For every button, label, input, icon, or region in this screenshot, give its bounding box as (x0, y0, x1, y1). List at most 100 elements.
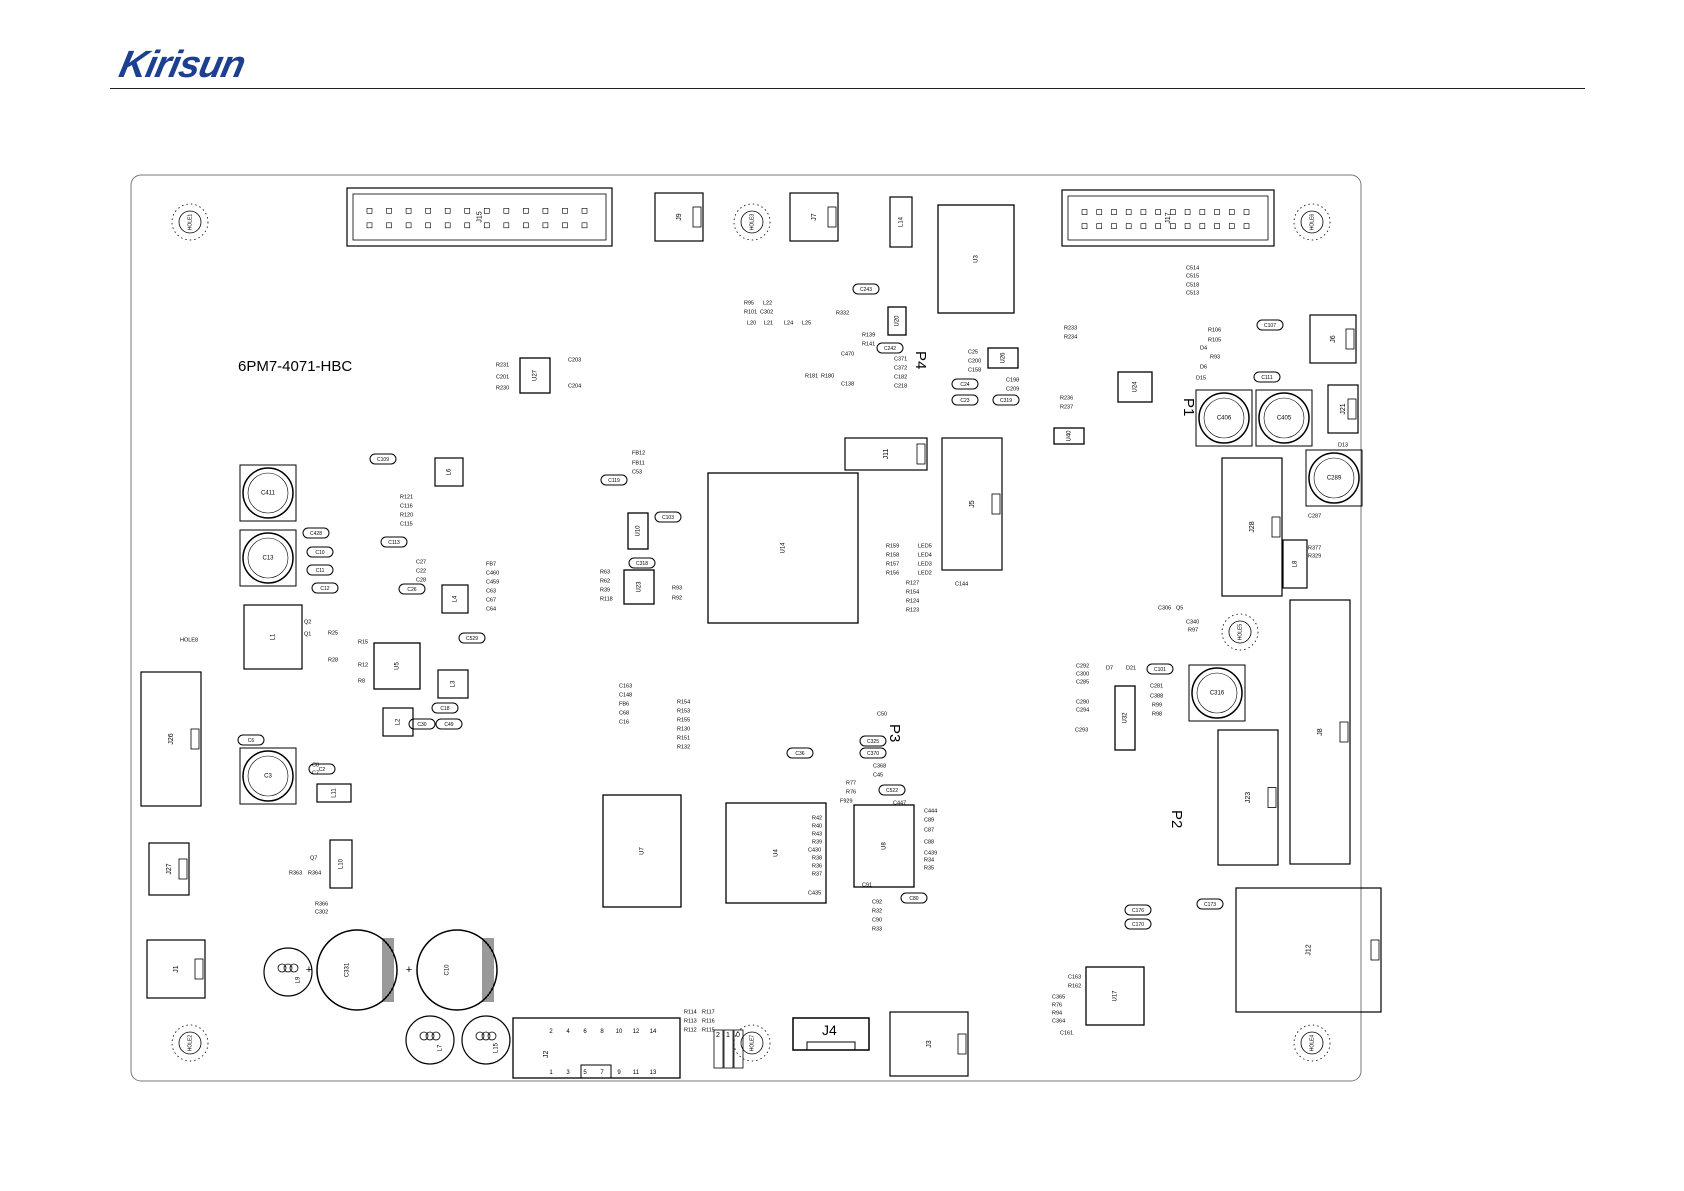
cap-ref: C316 (1210, 691, 1225, 697)
silkscreen-label: FB11 (632, 460, 645, 466)
silkscreen-label: C91 (862, 882, 872, 888)
hole-inner (740, 210, 764, 234)
large-cap-ref: C331 (345, 962, 351, 977)
connector-outline (140, 671, 202, 807)
chip-u23: U23 (623, 569, 655, 605)
smd-c522: C522 (878, 784, 906, 796)
silkscreen-label: R153 (677, 708, 690, 714)
silkscreen-label: R116 (702, 1018, 715, 1024)
silkscreen-label: R124 (906, 598, 919, 604)
coil-ref: L9 (296, 976, 302, 983)
connector-j6: J6 (1309, 314, 1357, 364)
silkscreen-label: R39 (812, 839, 822, 845)
silkscreen-label: C16 (619, 719, 629, 725)
silkscreen-label: C144 (955, 581, 968, 587)
chip-u10: U10 (627, 512, 649, 550)
connector-outline (844, 437, 928, 471)
mounting-hole-hole3: HOLE3 (733, 203, 771, 241)
inductor-ref: L11 (332, 788, 338, 798)
chip-u24: U24 (1117, 371, 1153, 403)
connector-pin (386, 208, 392, 214)
silkscreen-label: C27 (416, 559, 426, 565)
smd-outline (308, 763, 336, 775)
smd-c319: C319 (992, 394, 1020, 406)
inductor-l14: L14 (889, 196, 913, 248)
smd-ref: C176 (1132, 908, 1144, 914)
chip-ref: U3 (974, 255, 980, 263)
smd-outline (369, 453, 397, 465)
silkscreen-label: R93 (1210, 354, 1220, 360)
j2-ref: J2 (543, 1051, 550, 1059)
connector-pin (425, 222, 431, 229)
silkscreen-label: R237 (1060, 404, 1073, 410)
silkscreen-label: R97 (1188, 627, 1198, 633)
inductor-outline (889, 196, 913, 248)
silkscreen-label: C306 (1158, 605, 1171, 611)
connector-pin (366, 222, 373, 229)
silkscreen-label: C90 (872, 917, 882, 923)
smd-c113: C113 (380, 536, 408, 548)
coil-turn (289, 963, 299, 973)
silkscreen-label: C459 (486, 579, 499, 585)
hole-ref: HOLE5 (1237, 624, 1243, 641)
inductor-outline (437, 669, 469, 699)
chip-ref: U4 (774, 849, 780, 857)
smd-c109: C109 (369, 453, 397, 465)
pin-number: 7 (600, 1070, 604, 1076)
silkscreen-label: C148 (619, 692, 632, 698)
silkscreen-label: R105 (1208, 337, 1221, 343)
connector-outline (889, 1011, 969, 1077)
silkscreen-label: C68 (619, 710, 629, 716)
smd-outline (654, 511, 682, 523)
side-pin-number: 0 (736, 1032, 740, 1039)
silkscreen-label: C460 (486, 570, 499, 576)
silkscreen-label: R158 (886, 552, 899, 558)
smd-c107: C107 (1256, 319, 1284, 331)
silkscreen-label: C430 (808, 847, 821, 853)
connector-ref: J9 (676, 213, 683, 221)
silkscreen-label: R154 (906, 589, 919, 595)
smd-outline (380, 536, 408, 548)
smd-c26: C26 (398, 583, 426, 595)
chip-outline (987, 347, 1019, 369)
chip-ref: U10 (636, 525, 642, 537)
silkscreen-label: R155 (677, 717, 690, 723)
silkscreen-label: F929 (840, 798, 853, 804)
silkscreen-label: C138 (841, 381, 854, 387)
connector-ref: J26 (168, 733, 175, 744)
silkscreen-label: C63 (486, 588, 496, 594)
connector-pin (562, 222, 568, 229)
connector-key (991, 493, 1001, 515)
cap-can (242, 750, 294, 802)
chip-ref: U32 (1123, 712, 1129, 724)
silkscreen-label: LED5 (918, 543, 932, 549)
cap-can (1308, 452, 1360, 504)
silkscreen-label: L25 (802, 320, 811, 326)
chip-ref: U7 (640, 847, 646, 855)
smd-ref: C243 (860, 287, 872, 293)
hole-ring (733, 203, 771, 241)
connector-j7: J7 (789, 192, 839, 242)
connector-pin (581, 222, 588, 229)
smd-ref: C80 (909, 896, 918, 902)
silkscreen-label: C447 (893, 800, 906, 806)
silkscreen-label: R127 (906, 580, 919, 586)
smd-ref: C6 (248, 738, 255, 744)
hole-inner (1300, 1031, 1324, 1055)
smd-c2: C2 (308, 763, 336, 775)
coil-turn (475, 1031, 485, 1041)
large-cap-ref: C10 (445, 964, 451, 976)
silkscreen-label: C182 (894, 374, 907, 380)
silkscreen-label: R364 (308, 870, 321, 876)
connector-pin (464, 208, 471, 214)
silkscreen-label: R28 (328, 657, 338, 663)
chip-outline (707, 472, 859, 624)
connector-ref: J15 (476, 211, 483, 222)
silkscreen-label: R32 (872, 908, 882, 914)
silkscreen-label: C163 (1068, 974, 1081, 980)
text-marks-layer: HOLE8FB12FB11C53LED5LED4LED3LED2R159R158… (180, 265, 1348, 1036)
connector-pin (1199, 223, 1206, 229)
chip-ref: U24 (1133, 381, 1139, 393)
